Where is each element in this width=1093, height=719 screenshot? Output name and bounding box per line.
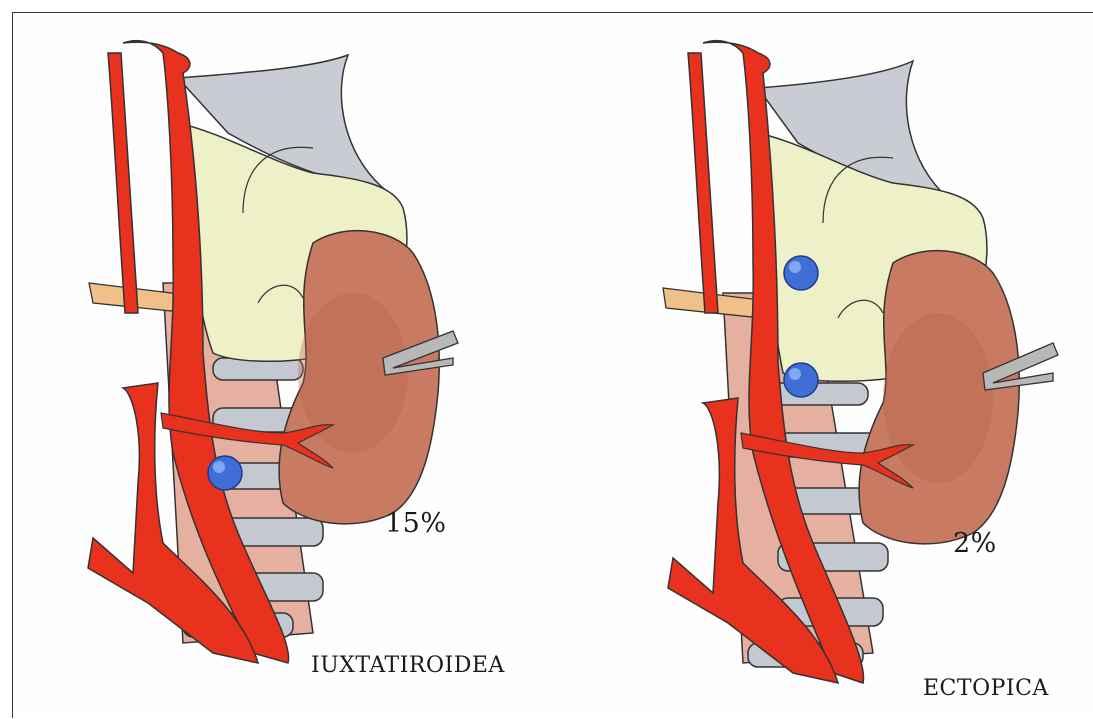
panel-iuxtatiroidea: 15% IUXTATIROIDEA	[13, 13, 553, 719]
panel-ectopica: 2% ECTOPICA	[553, 13, 1093, 719]
caption-right: ECTOPICA	[923, 676, 1049, 701]
percentage-label-right: 2%	[953, 528, 997, 559]
parathyroid-gland-left	[208, 456, 242, 490]
parathyroid-gland-lower	[784, 363, 818, 397]
parathyroid-gland-upper	[784, 256, 818, 290]
figure-frame: 15% IUXTATIROIDEA	[12, 12, 1093, 718]
neck-anatomy-illustration-left	[13, 13, 553, 719]
caption-left: IUXTATIROIDEA	[311, 653, 505, 678]
neck-anatomy-illustration-right	[553, 13, 1093, 719]
percentage-label-left: 15%	[385, 508, 447, 539]
